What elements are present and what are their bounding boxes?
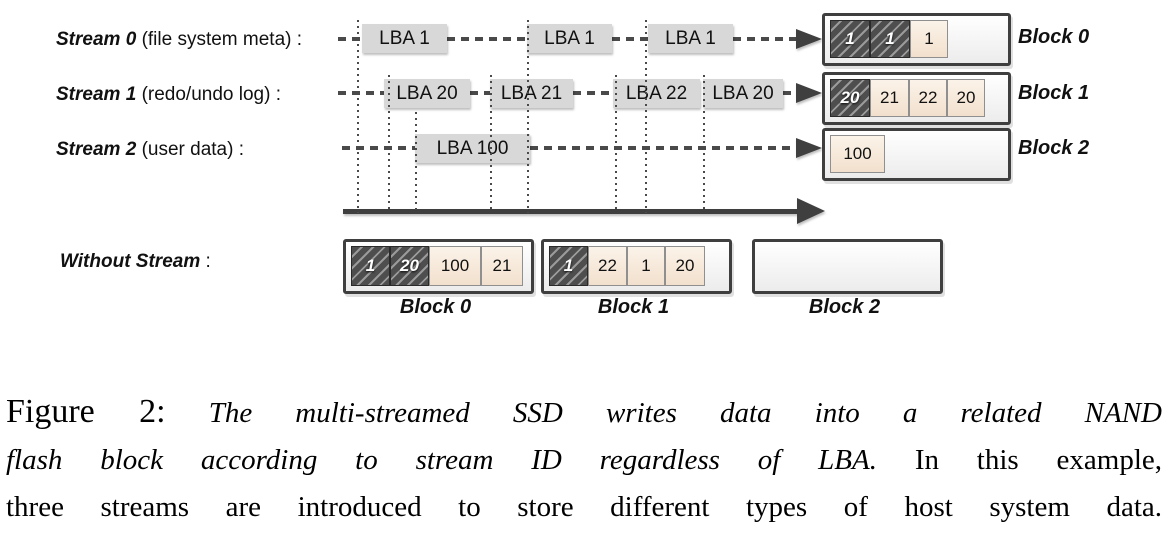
write-time-dotted-line bbox=[615, 75, 617, 213]
stream-0-name: Stream 0 bbox=[56, 29, 137, 50]
block-cell: 100 bbox=[830, 135, 885, 173]
write-time-dotted-line bbox=[490, 75, 492, 213]
caption-italic-text: flash block according to stream ID regar… bbox=[6, 444, 877, 476]
stream-2-desc: (user data) bbox=[141, 139, 234, 160]
time-axis-line bbox=[343, 209, 797, 214]
figure-caption: Figure 2: The multi-streamed SSD writes … bbox=[6, 388, 1162, 531]
block-cell: 21 bbox=[870, 79, 909, 117]
write-time-dotted-line bbox=[415, 112, 417, 213]
nand-block-0: 1 1 1 bbox=[822, 13, 1011, 66]
caption-line-3: three streams are introduced to store di… bbox=[6, 484, 1162, 531]
arrow-right-icon bbox=[796, 83, 822, 103]
block-cell-hatched: 1 bbox=[549, 246, 588, 286]
stream-0-label: Stream 0 (file system meta) : bbox=[56, 29, 302, 51]
without-stream-colon: : bbox=[205, 251, 211, 272]
time-axis-arrow-icon bbox=[797, 198, 825, 224]
block-2-label: Block 2 bbox=[1018, 137, 1090, 159]
caption-roman-text: In this example, bbox=[914, 444, 1162, 476]
lba-write-box: LBA 22 bbox=[613, 79, 700, 108]
without-stream-block-0: 1 20 100 21 bbox=[343, 239, 534, 294]
block-cell: 21 bbox=[481, 246, 523, 286]
stream-1-colon: : bbox=[275, 84, 281, 105]
arrow-right-icon bbox=[796, 29, 822, 49]
dashed-connector bbox=[342, 146, 415, 150]
block-cell: 20 bbox=[665, 246, 705, 286]
block-cell-hatched: 20 bbox=[830, 79, 870, 117]
dashed-connector bbox=[530, 146, 796, 150]
dashed-connector bbox=[470, 91, 490, 95]
lba-write-box: LBA 1 bbox=[362, 24, 447, 53]
dashed-connector bbox=[783, 91, 796, 95]
without-stream-name: Without Stream bbox=[60, 251, 201, 272]
caption-roman-text: three streams are introduced to store di… bbox=[6, 491, 1162, 523]
stream-2-name: Stream 2 bbox=[56, 139, 137, 160]
caption-line-2: flash block according to stream ID regar… bbox=[6, 437, 1162, 484]
without-stream-block-2 bbox=[752, 239, 943, 294]
arrow-right-icon bbox=[796, 138, 822, 158]
dashed-connector bbox=[447, 37, 527, 41]
without-stream-block-0-label: Block 0 bbox=[399, 296, 472, 318]
stream-1-name: Stream 1 bbox=[56, 84, 137, 105]
block-cell-hatched: 20 bbox=[390, 246, 429, 286]
nand-block-2: 100 bbox=[822, 128, 1011, 181]
block-1-label: Block 1 bbox=[1018, 82, 1090, 104]
write-time-dotted-line bbox=[527, 20, 529, 213]
caption-figure-tag: Figure 2: bbox=[6, 393, 166, 430]
caption-line-1: Figure 2: The multi-streamed SSD writes … bbox=[6, 388, 1162, 437]
without-stream-block-2-label: Block 2 bbox=[808, 296, 881, 318]
stream-2-label: Stream 2 (user data) : bbox=[56, 139, 244, 161]
without-stream-block-1-label: Block 1 bbox=[597, 296, 670, 318]
write-time-dotted-line bbox=[703, 75, 705, 213]
without-stream-block-1: 1 22 1 20 bbox=[541, 239, 732, 294]
block-0-label: Block 0 bbox=[1018, 26, 1090, 48]
block-cell: 100 bbox=[429, 246, 481, 286]
block-cell-hatched: 1 bbox=[830, 20, 870, 58]
nand-block-1: 20 21 22 20 bbox=[822, 72, 1011, 125]
block-cell: 22 bbox=[909, 79, 947, 117]
stream-1-desc: (redo/undo log) bbox=[141, 84, 271, 105]
lba-write-box: LBA 1 bbox=[648, 24, 733, 53]
block-cell: 20 bbox=[947, 79, 985, 117]
dashed-connector bbox=[338, 91, 384, 95]
lba-write-box: LBA 1 bbox=[527, 24, 612, 53]
stream-1-label: Stream 1 (redo/undo log) : bbox=[56, 84, 281, 106]
write-time-dotted-line bbox=[357, 20, 359, 213]
block-cell-hatched: 1 bbox=[351, 246, 390, 286]
block-cell: 1 bbox=[627, 246, 665, 286]
write-time-dotted-line bbox=[645, 20, 647, 213]
lba-write-box: LBA 20 bbox=[703, 79, 783, 108]
stream-0-colon: : bbox=[296, 29, 303, 50]
lba-write-box: LBA 100 bbox=[415, 134, 530, 163]
stream-0-desc: (file system meta) bbox=[141, 29, 292, 50]
block-cell: 1 bbox=[910, 20, 948, 58]
dashed-connector bbox=[338, 37, 362, 41]
dashed-connector bbox=[573, 91, 613, 95]
dashed-connector bbox=[612, 37, 648, 41]
stream-2-colon: : bbox=[238, 139, 244, 160]
lba-write-box: LBA 21 bbox=[490, 79, 573, 108]
write-time-dotted-line bbox=[388, 75, 390, 213]
block-cell-hatched: 1 bbox=[870, 20, 910, 58]
without-stream-label: Without Stream : bbox=[60, 251, 211, 273]
block-cell: 22 bbox=[588, 246, 627, 286]
dashed-connector bbox=[733, 37, 796, 41]
caption-italic-text: The multi-streamed SSD writes data into … bbox=[208, 397, 1162, 429]
lba-write-box: LBA 20 bbox=[384, 79, 470, 108]
